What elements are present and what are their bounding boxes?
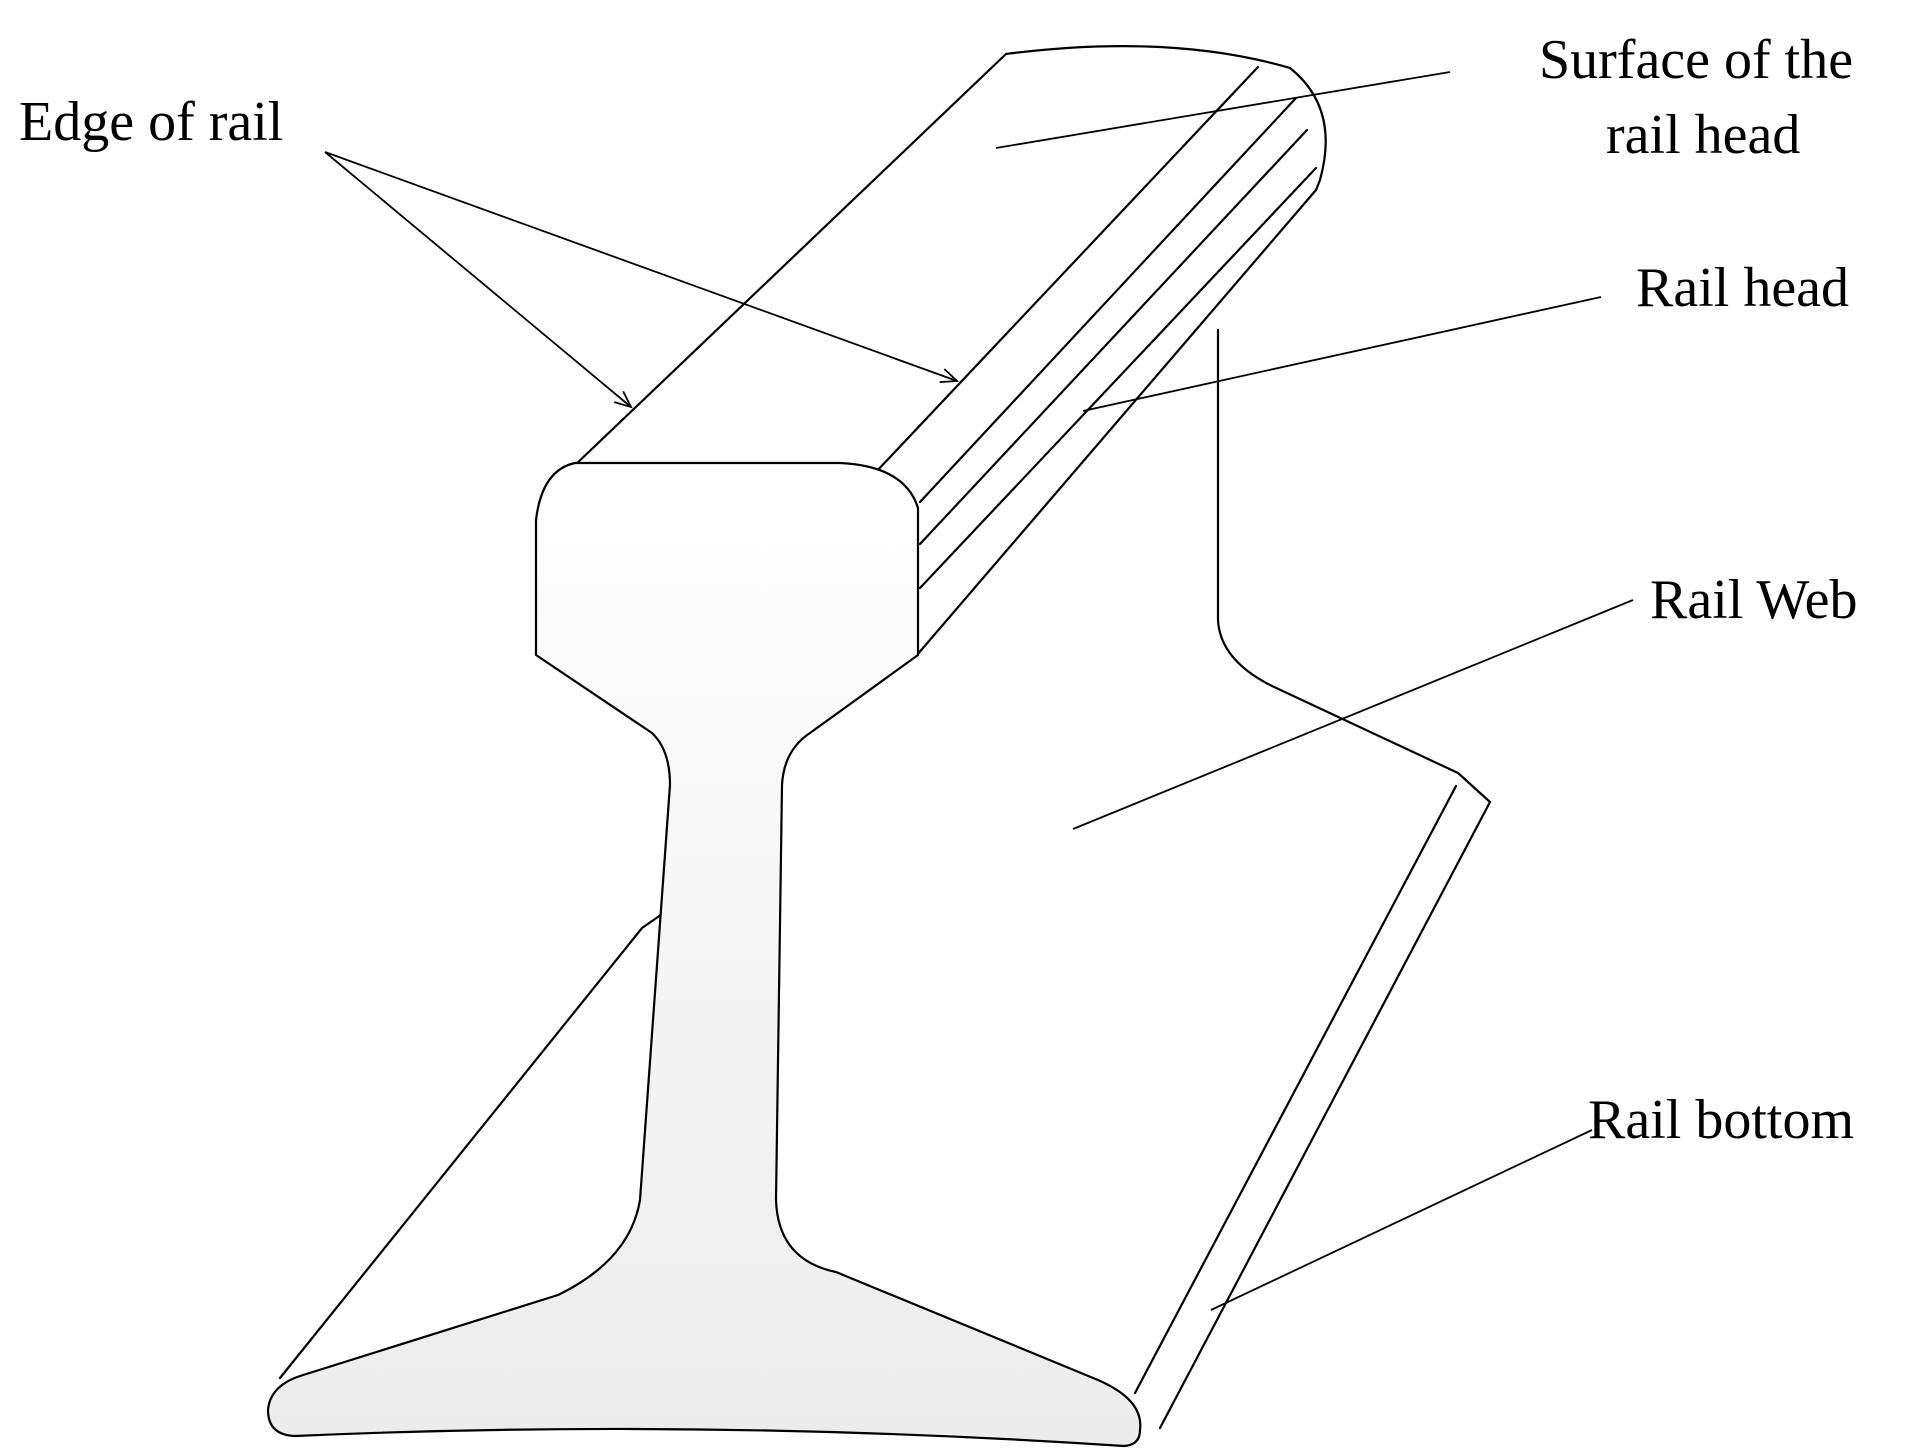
- leader-edge-of-rail-left: [324, 151, 631, 407]
- rail-cross-section: [266, 461, 1142, 1448]
- leader-rail-web: [1072, 599, 1634, 830]
- rail-far-end-profile: [1158, 328, 1492, 1430]
- rail-head-side-line-1: [874, 65, 1260, 474]
- rail-head-side-line-3: [918, 128, 1309, 546]
- rail-base-left-edge: [278, 910, 667, 1380]
- leader-edge-of-rail-right: [324, 151, 957, 381]
- label-edge-of-rail: Edge of rail: [19, 91, 283, 153]
- label-rail-bottom: Rail bottom: [1588, 1089, 1854, 1151]
- rail-head-side-line-4: [918, 166, 1318, 590]
- rail-head-underside: [915, 188, 1318, 657]
- rail-head-side-line-2: [918, 96, 1298, 504]
- label-rail-head: Rail head: [1636, 257, 1849, 319]
- rail-head-top-surface: [571, 45, 1292, 469]
- rail-bottom-edge: [1133, 784, 1458, 1395]
- rail-head-far-end: [1288, 66, 1327, 192]
- label-surface-of-rail-head-line1: Surface of the: [1539, 29, 1853, 91]
- label-surface-of-rail-head-line2: rail head: [1606, 104, 1800, 166]
- leader-rail-head: [1082, 296, 1602, 412]
- leader-surface-of-rail-head: [995, 71, 1451, 149]
- label-rail-web: Rail Web: [1650, 569, 1858, 631]
- leader-rail-bottom: [1210, 1129, 1593, 1311]
